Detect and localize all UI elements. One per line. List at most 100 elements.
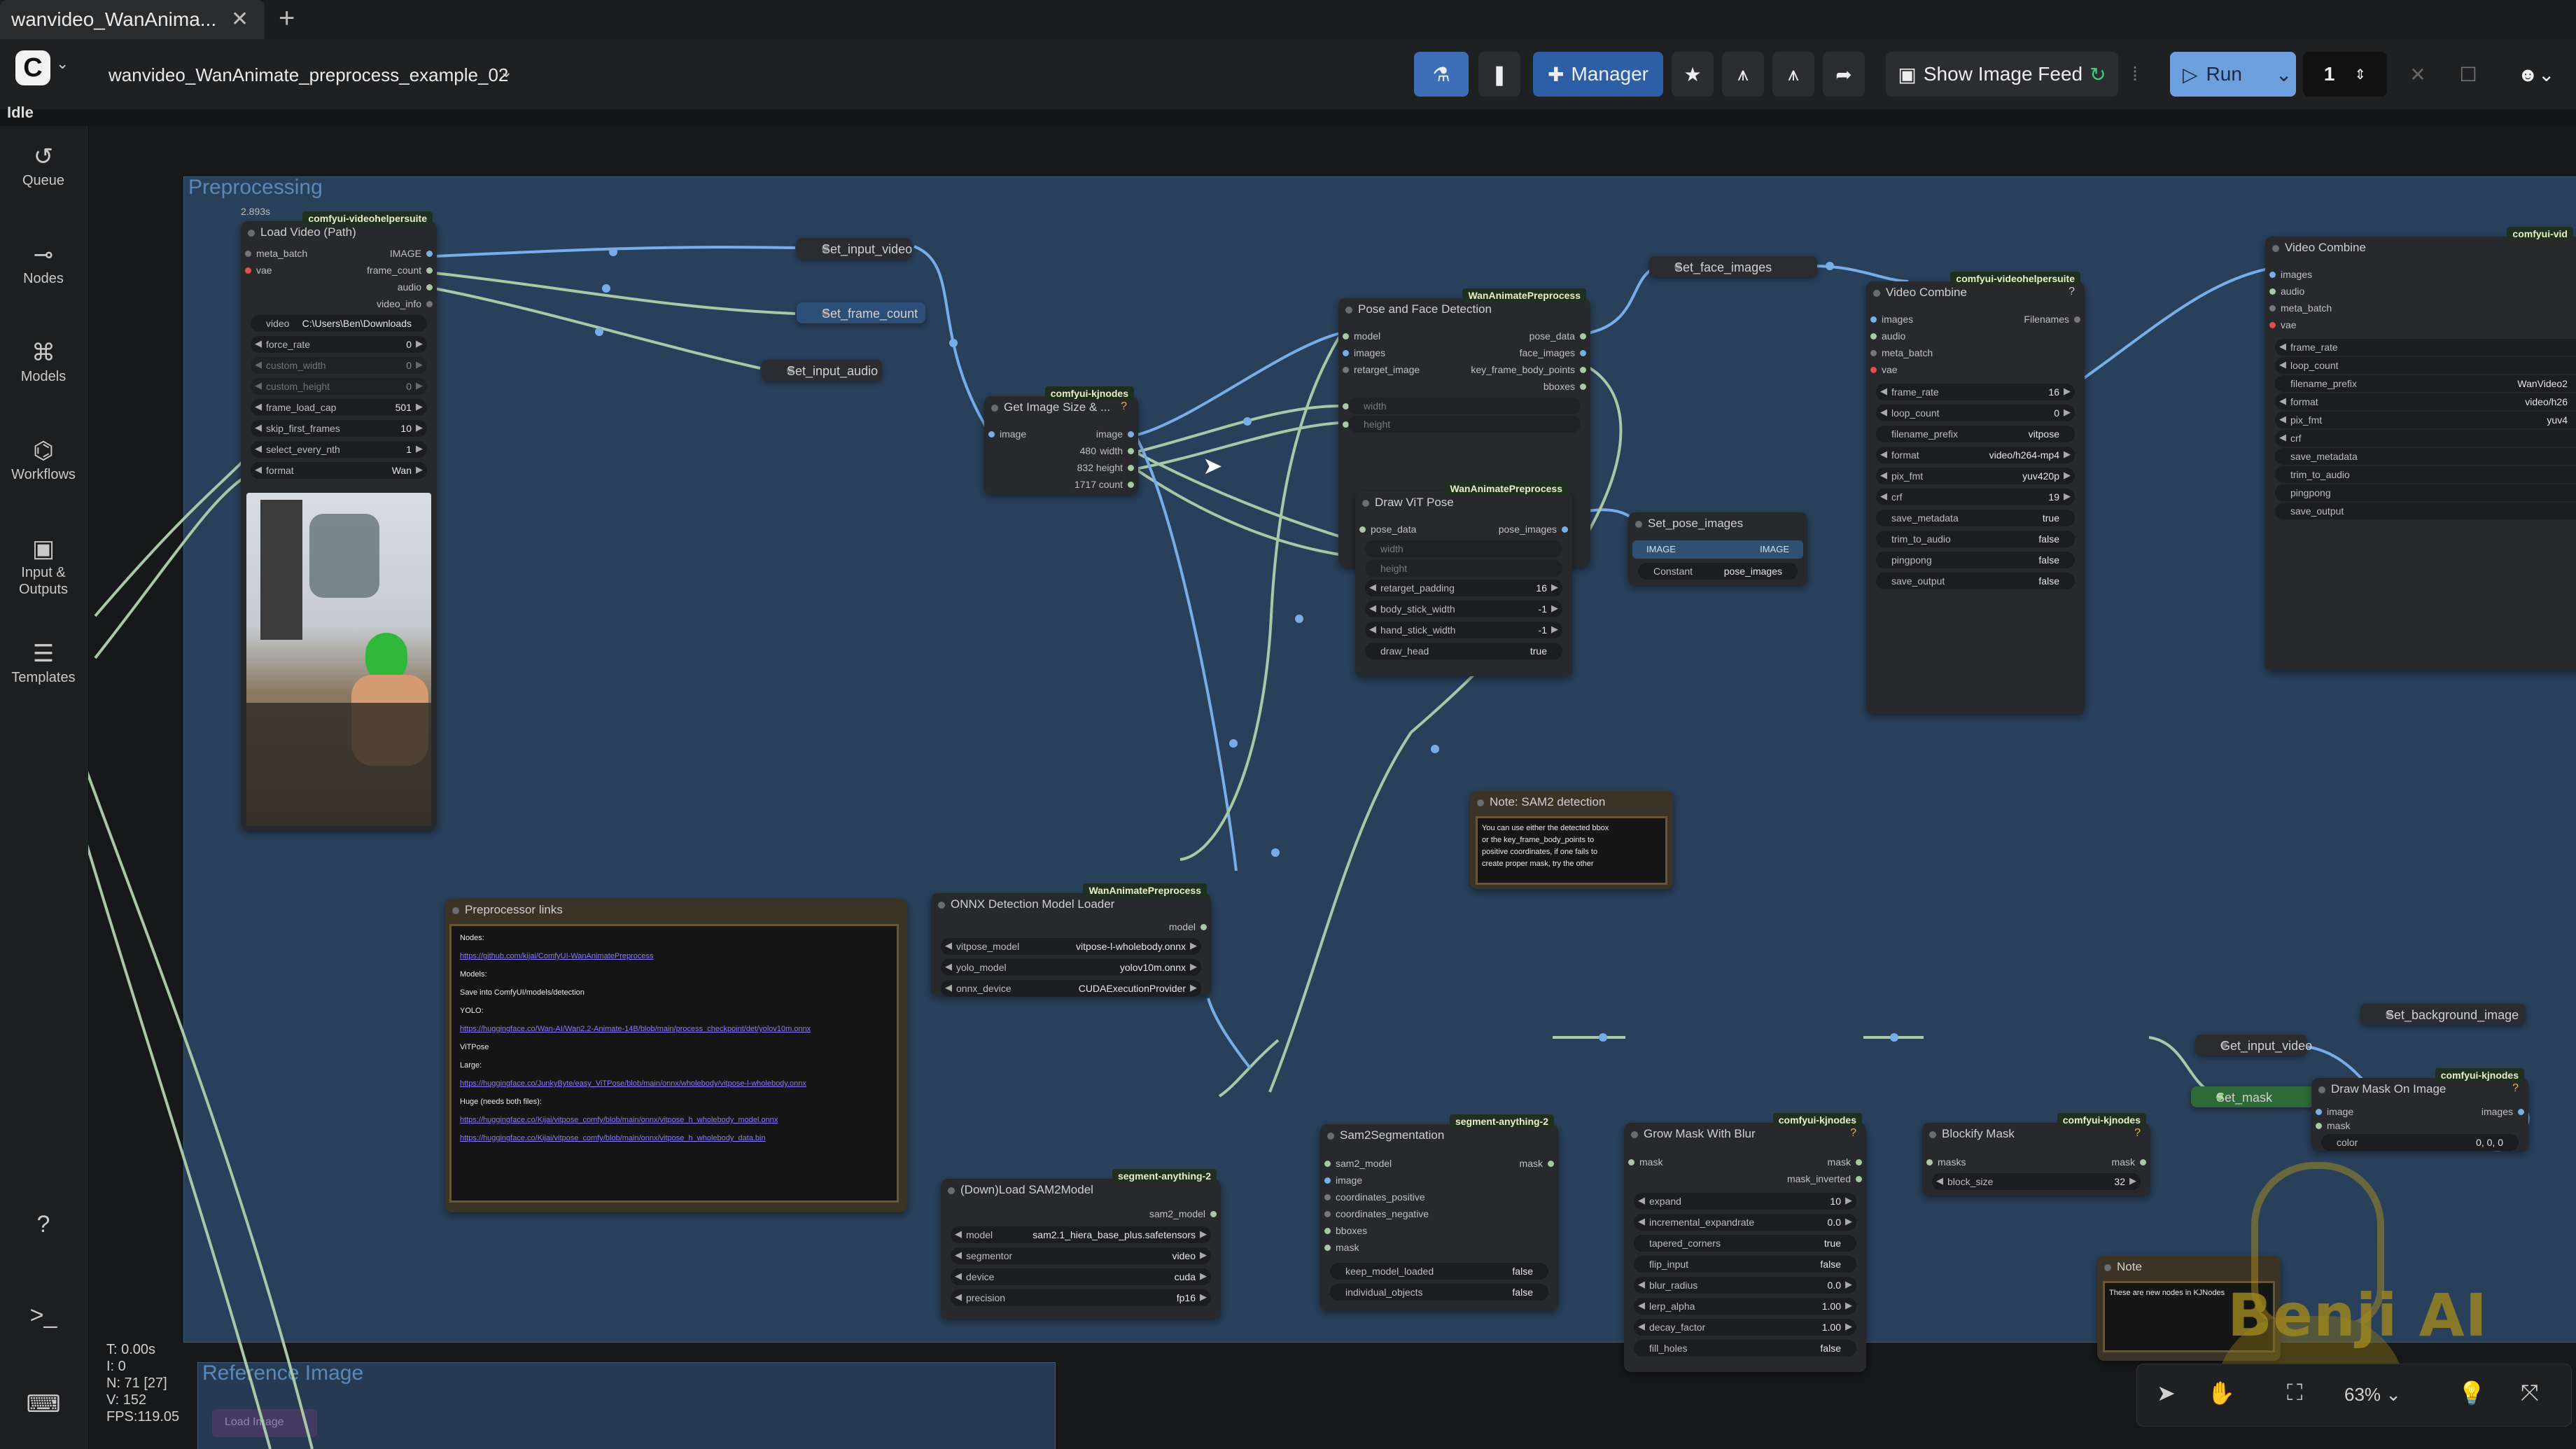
input-masks[interactable]: masks <box>1938 1156 1966 1168</box>
widget-frame-rate[interactable]: ◀frame_rate16▶ <box>1876 384 2075 400</box>
lightbulb-icon[interactable]: 💡 <box>2458 1380 2486 1406</box>
help-icon[interactable]: ? <box>2512 1082 2519 1095</box>
fit-view-icon[interactable]: ⛶ <box>2287 1380 2302 1406</box>
widget-format[interactable]: ◀formatvideo/h264-mp4▶ <box>1876 447 2075 463</box>
input-audio[interactable]: audio <box>2281 286 2304 297</box>
node-onnx-detection-loader[interactable]: WanAnimatePreprocess ONNX Detection Mode… <box>931 893 1211 995</box>
new-tab-icon[interactable]: + <box>279 3 295 34</box>
widget-custom-width[interactable]: ◀custom_width0▶ <box>251 357 427 374</box>
input-retarget-image[interactable]: retarget_image <box>1354 364 1420 375</box>
widget-select-every-nth[interactable]: ◀select_every_nth1▶ <box>251 441 427 458</box>
sidebar-item-queue[interactable]: ↺ Queue <box>0 143 87 188</box>
widget-model[interactable]: ◀modelsam2.1_hiera_base_plus.safetensors… <box>951 1226 1211 1243</box>
output-audio[interactable]: audio <box>398 281 421 293</box>
sidebar-item-templates[interactable]: ☰ Templates <box>0 640 87 685</box>
node-video-combine-output[interactable]: comfyui-vid Video Combine images audio m… <box>2265 237 2576 671</box>
input-image[interactable]: image <box>1336 1175 1362 1186</box>
widget-custom-height[interactable]: ◀custom_height0▶ <box>251 378 427 395</box>
output-pose-data[interactable]: pose_data <box>1530 330 1575 342</box>
widget-blur-radius[interactable]: ◀blur_radius0.0▶ <box>1634 1277 1856 1294</box>
compare-icon[interactable]: ⩚ <box>1722 52 1764 97</box>
node-note-sam2-detection[interactable]: Note: SAM2 detection You can use either … <box>1470 791 1673 889</box>
node-sam2-segmentation[interactable]: segment-anything-2 Sam2Segmentation sam2… <box>1320 1124 1558 1310</box>
widget-pix-fmt[interactable]: ◀pix_fmtyuv4 <box>2275 412 2576 428</box>
widget-format[interactable]: ◀formatvideo/h26 <box>2275 393 2576 410</box>
input-vae[interactable]: vae <box>256 265 272 276</box>
output-pose-images[interactable]: pose_images <box>1499 524 1557 535</box>
widget-vitpose-model[interactable]: ◀vitpose_modelvitpose-l-wholebody.onnx▶ <box>941 938 1201 955</box>
widget-height[interactable]: height <box>1348 416 1581 433</box>
sidebar-item-input-outputs[interactable]: ▣ Input & Outputs <box>0 535 87 596</box>
widget-video[interactable]: videoC:\Users\Ben\Downloads <box>251 315 427 332</box>
maximize-icon[interactable]: ☐ <box>2450 52 2486 97</box>
input-image[interactable]: image <box>1000 428 1026 440</box>
star-icon[interactable]: ★ <box>1672 52 1714 97</box>
widget-precision[interactable]: ◀precisionfp16▶ <box>951 1289 1211 1306</box>
widget-device[interactable]: ◀devicecuda▶ <box>951 1268 1211 1285</box>
run-options-chevron-icon[interactable]: ⌄ <box>2276 63 2292 86</box>
output-video-info[interactable]: video_info <box>377 298 421 309</box>
node-grow-mask-with-blur[interactable]: comfyui-kjnodes Grow Mask With Blur ? ma… <box>1624 1123 1866 1372</box>
node-get-input-video[interactable]: Get_input_video <box>2195 1035 2307 1056</box>
input-meta-batch[interactable]: meta_batch <box>256 248 307 259</box>
input-pose-data[interactable]: pose_data <box>1371 524 1416 535</box>
widget-block-size[interactable]: ◀block_size32▶ <box>1932 1173 2141 1190</box>
input-mask[interactable]: mask <box>1336 1242 1359 1253</box>
link-vitpose-huge-data[interactable]: https://huggingface.co/Kijai/vitpose_com… <box>460 1129 897 1147</box>
note-text-area[interactable]: You can use either the detected bbox or … <box>1476 816 1667 885</box>
comfy-logo-icon[interactable]: C <box>15 50 50 85</box>
node-set-frame-count[interactable]: Set_frame_count <box>797 302 925 323</box>
node-set-face-images[interactable]: Set_face_images <box>1649 256 1817 277</box>
node-set-input-video[interactable]: Set_input_video <box>797 238 911 259</box>
help-icon[interactable]: ? <box>1850 1127 1856 1140</box>
flask-icon[interactable]: ⚗ <box>1414 52 1469 97</box>
input-mask[interactable]: mask <box>1639 1156 1662 1168</box>
input-model[interactable]: model <box>1354 330 1380 342</box>
input-sam2-model[interactable]: sam2_model <box>1336 1158 1392 1169</box>
note-text-area[interactable]: Nodes: https://github.com/kijai/ComfyUI-… <box>449 924 899 1203</box>
output-model[interactable]: model <box>1169 921 1196 932</box>
hand-tool-icon[interactable]: ✋ <box>2207 1380 2235 1406</box>
widget-frame-load-cap[interactable]: ◀frame_load_cap501▶ <box>251 399 427 416</box>
widget-filename-prefix[interactable]: filename_prefixWanVideo2 <box>2275 375 2576 392</box>
input-meta-batch[interactable]: meta_batch <box>1882 347 1933 358</box>
node-draw-vit-pose[interactable]: WanAnimatePreprocess Draw ViT Pose pose_… <box>1355 491 1572 676</box>
widget-constant[interactable]: Constantpose_images <box>1638 563 1798 580</box>
widget-color[interactable]: color0, 0, 0 <box>2321 1134 2519 1151</box>
input-images[interactable]: images <box>2281 269 2312 280</box>
chevron-down-icon[interactable]: ⌄ <box>56 55 69 73</box>
input-coordinates-positive[interactable]: coordinates_positive <box>1336 1191 1425 1203</box>
input-image[interactable]: image <box>2327 1106 2353 1117</box>
sidebar-item-models[interactable]: ⌘ Models <box>0 339 87 384</box>
toggle-flip-input[interactable]: flip_inputfalse <box>1634 1256 1856 1273</box>
widget-loop-count[interactable]: ◀loop_count <box>2275 357 2576 374</box>
show-image-feed-button[interactable]: ▣ Show Image Feed ↻ <box>1886 52 2118 97</box>
input-bboxes[interactable]: bboxes <box>1336 1225 1367 1236</box>
input-mask[interactable]: mask <box>2327 1120 2350 1131</box>
node-blockify-mask[interactable]: comfyui-kjnodes Blockify Mask ? masks ma… <box>1922 1123 2150 1196</box>
sidebar-item-nodes[interactable]: ⊸ Nodes <box>0 241 87 286</box>
widget-incremental-expandrate[interactable]: ◀incremental_expandrate0.0▶ <box>1634 1214 1856 1231</box>
link-nodes[interactable]: https://github.com/kijai/ComfyUI-WanAnim… <box>460 947 897 965</box>
help-icon[interactable]: ? <box>2134 1127 2141 1140</box>
toggle-save-output[interactable]: save_outputfalse <box>1876 573 2075 589</box>
output-frame-count[interactable]: frame_count <box>367 265 421 276</box>
help-icon[interactable]: ? <box>2068 286 2075 298</box>
port-image-row[interactable]: IMAGE IMAGE <box>1632 540 1803 559</box>
run-button[interactable]: ▷ Run ⌄ <box>2170 52 2296 97</box>
output-mask[interactable]: mask <box>1828 1156 1851 1168</box>
tab-close-icon[interactable]: ✕ <box>231 7 248 31</box>
user-menu-icon[interactable]: ☻⌄ <box>2505 52 2568 97</box>
input-images[interactable]: images <box>1882 314 1913 325</box>
toggle-individual-objects[interactable]: individual_objectsfalse <box>1330 1284 1548 1301</box>
widget-segmentor[interactable]: ◀segmentorvideo▶ <box>951 1247 1211 1264</box>
node-set-pose-images[interactable]: Set_pose_images IMAGE IMAGE Constantpose… <box>1628 512 1807 585</box>
sidebar-item-workflows[interactable]: ⌬ Workflows <box>0 437 87 482</box>
batch-count-input[interactable]: 1 ⇕ <box>2303 52 2387 97</box>
widget-width[interactable]: width <box>1348 398 1581 414</box>
workflow-title[interactable]: wanvideo_WanAnimate_preprocess_example_0… <box>108 64 508 86</box>
toggle-save-output[interactable]: save_output <box>2275 503 2576 519</box>
link-yolo[interactable]: https://huggingface.co/Wan-AI/Wan2.2-Ani… <box>460 1020 897 1038</box>
node-video-combine-vitpose[interactable]: comfyui-videohelpersuite Video Combine ?… <box>1866 281 2085 714</box>
widget-hand-stick-width[interactable]: ◀hand_stick_width-1▶ <box>1365 622 1562 638</box>
